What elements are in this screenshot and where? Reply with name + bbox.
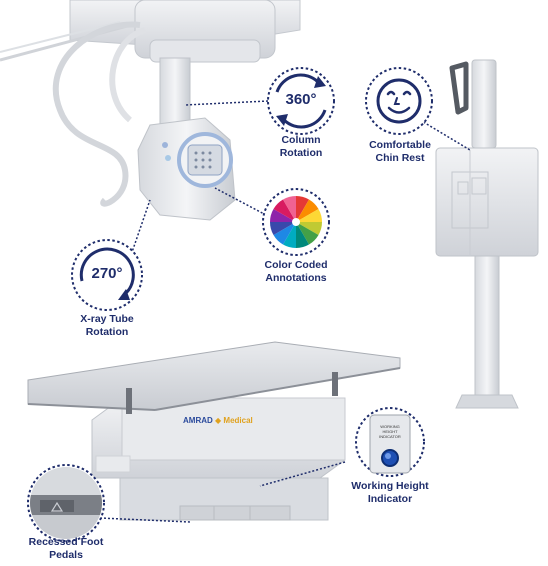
leader-color-annotations: [214, 187, 267, 216]
wall-stand: [435, 59, 539, 409]
chin-rest-label-line2: Chin Rest: [375, 152, 425, 164]
telescopic-column: [159, 57, 191, 129]
column-rotation-label: Column Rotation: [251, 134, 351, 160]
hv-cables: [52, 21, 147, 207]
color-wheel-icon: [262, 188, 330, 256]
leader-foot-pedals: [99, 517, 191, 523]
chin-rest-label-line1: Comfortable: [369, 139, 431, 151]
foot-pedals-callout: [27, 464, 105, 542]
height-indicator-panel-text: WORKING HEIGHT INDICATOR: [372, 424, 408, 439]
column-rotation-degrees: 360°: [285, 91, 317, 108]
column-rotation-label-line1: Column: [281, 134, 321, 146]
ceiling-carriage: [134, 0, 276, 63]
color-annotations-label: Color Coded Annotations: [243, 259, 349, 285]
tube-rotation-label-line1: X-ray Tube: [80, 313, 134, 325]
tube-rotation-label-line2: Rotation: [85, 326, 129, 338]
working-height-label-line1: Working Height: [351, 480, 429, 492]
working-height-label: Working Height Indicator: [335, 480, 445, 506]
leader-chin-rest: [419, 119, 471, 151]
column-rotation-label-line2: Rotation: [279, 147, 323, 159]
working-height-indicator-callout: [355, 407, 425, 477]
working-height-label-line2: Indicator: [367, 493, 413, 505]
patient-table: [27, 341, 401, 521]
rotate-360-icon: [267, 67, 335, 135]
xray-tube-housing: [137, 117, 236, 221]
height-panel-line1: WORKING: [380, 424, 400, 429]
leader-column-rotation: [184, 100, 269, 106]
brand-logo: AMRAD ◆ Medical: [183, 416, 253, 425]
rotate-270-icon: [71, 239, 143, 311]
foot-pedals-label-line1: Recessed Foot: [28, 536, 104, 548]
tube-rotation-degrees: 270°: [91, 265, 123, 282]
foot-pedals-label-line2: Pedals: [49, 549, 83, 561]
height-panel-line3: INDICATOR: [379, 434, 401, 439]
callout-leaders: [99, 100, 471, 523]
brand-diamond-icon: ◆: [215, 416, 222, 425]
brand-name-part2: Medical: [223, 416, 253, 425]
foot-pedals-label: Recessed Foot Pedals: [16, 536, 116, 562]
height-panel-line2: HEIGHT: [382, 429, 398, 434]
chin-rest-label: Comfortable Chin Rest: [345, 139, 455, 165]
tube-rotation-label: X-ray Tube Rotation: [57, 313, 157, 339]
leader-working-height: [259, 461, 346, 487]
brand-name-part1: AMRAD: [183, 416, 213, 425]
color-annotations-label-line2: Annotations: [265, 272, 327, 284]
color-annotations-label-line1: Color Coded: [264, 259, 328, 271]
smiley-face-icon: [365, 67, 433, 135]
leader-tube-rotation: [129, 199, 151, 259]
